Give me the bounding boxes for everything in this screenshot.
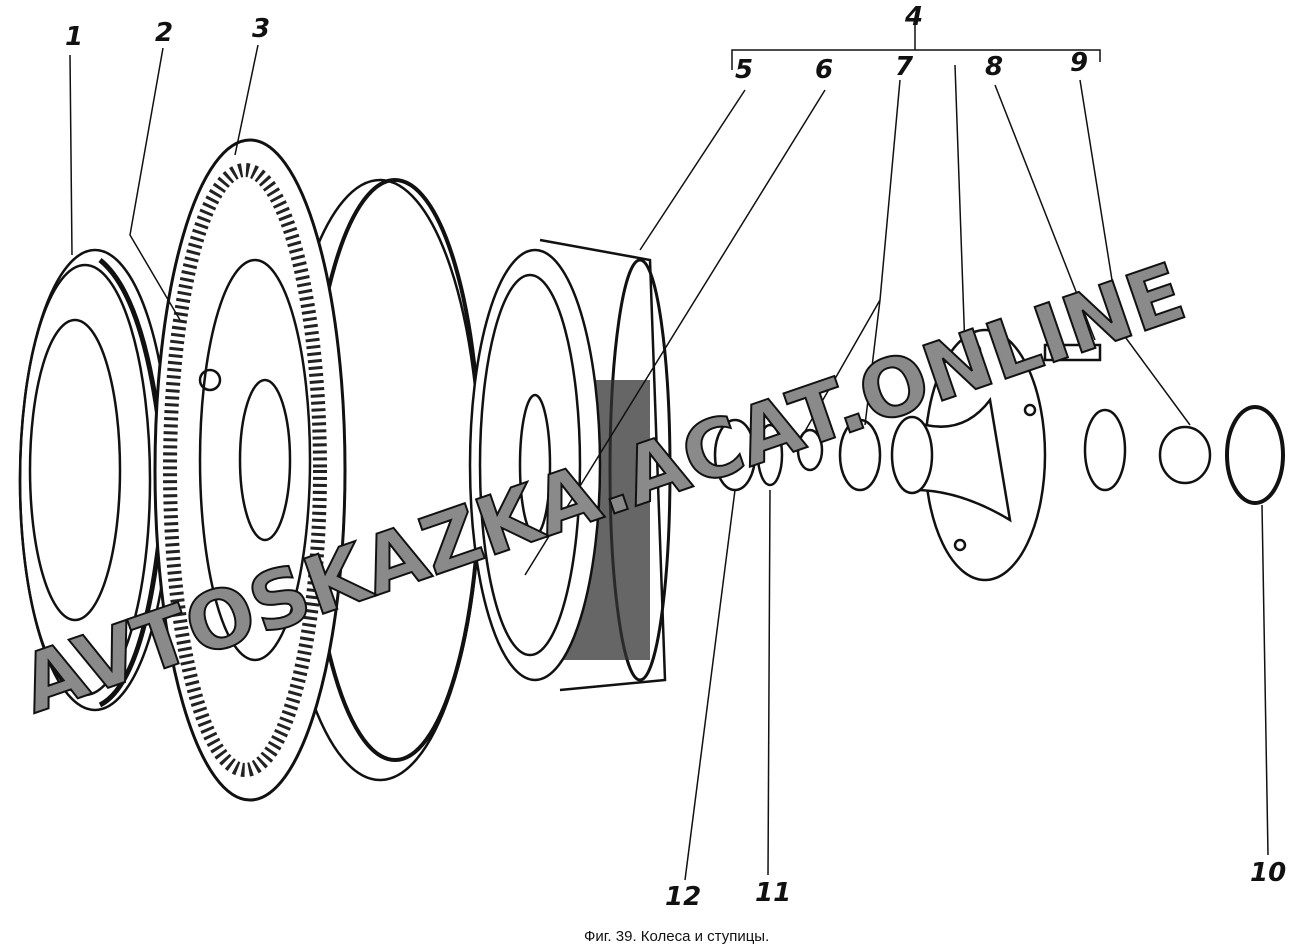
part-outer-bearing [1158,425,1212,485]
part-lockwasher [756,423,784,487]
part-hub [890,328,1047,582]
callout-3: 3 [252,14,271,44]
callout-8: 8 [985,52,1004,82]
callout-1: 1 [65,22,84,52]
part-outer-race [1083,408,1127,492]
part-stud [1043,343,1102,362]
part-seal [1225,405,1285,505]
callout-9: 9 [1070,48,1089,78]
part-brake-drum [468,238,672,692]
part-washer [796,428,824,472]
callout-7: 7 [895,52,914,82]
part-wheel [153,138,482,802]
callout-6: 6 [815,55,834,85]
figure-caption: Фиг. 39. Колеса и ступицы. [584,928,770,945]
part-inner-bearing [838,418,882,492]
callout-10: 10 [1250,858,1287,888]
callout-5: 5 [735,55,754,85]
callout-2: 2 [155,18,174,48]
callout-4: 4 [905,2,924,32]
callout-12: 12 [665,882,702,912]
leader-lines [69,25,1269,881]
callout-11: 11 [755,878,792,908]
